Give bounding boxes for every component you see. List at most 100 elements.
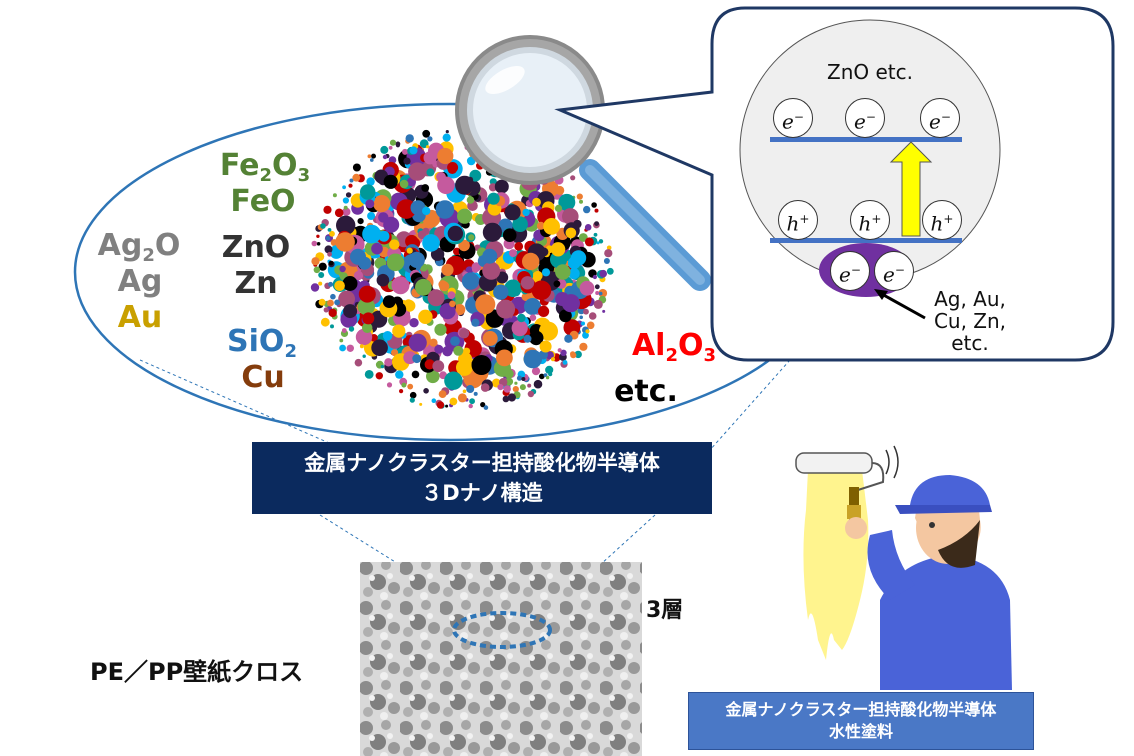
layer-highlight (452, 611, 552, 649)
cluster-dot (521, 377, 526, 381)
cluster-dot (581, 321, 585, 326)
cluster-dot (531, 280, 552, 301)
cluster-dot (520, 276, 535, 290)
cluster-dot (516, 375, 523, 381)
cluster-dot (429, 338, 438, 347)
cluster-dot (468, 234, 475, 241)
cluster-dot (354, 358, 363, 367)
cluster-dot (539, 373, 545, 380)
cluster-dot (442, 133, 451, 142)
cluster-dot (402, 148, 408, 155)
cluster-dot (339, 338, 344, 343)
cluster-dot (386, 253, 405, 272)
cluster-dot (521, 292, 530, 301)
hole-vb-3: h+ (922, 200, 962, 240)
cluster-dot (568, 268, 580, 280)
cluster-dot (376, 273, 390, 287)
cluster-dot (531, 367, 541, 376)
cluster-dot (511, 320, 528, 337)
cluster-dot (395, 370, 404, 379)
cluster-dot (512, 216, 528, 232)
cluster-dot (437, 147, 454, 165)
cluster-dot (545, 375, 550, 380)
cluster-dot (371, 242, 383, 255)
cluster-dot (395, 141, 401, 147)
cluster-dot (421, 184, 430, 192)
cluster-dot (564, 334, 573, 343)
cluster-dot (418, 309, 433, 324)
cluster-dot (345, 192, 352, 198)
cluster-dot (469, 398, 475, 405)
cluster-dot (327, 251, 332, 257)
cluster-dot (382, 295, 396, 308)
cluster-dot (366, 177, 375, 186)
cluster-dot (554, 204, 563, 212)
cluster-dot (482, 261, 501, 280)
label-au: Au (117, 300, 163, 335)
cluster-dot (327, 228, 332, 232)
cluster-dot (456, 359, 473, 376)
electron-metal-1: e− (830, 251, 870, 291)
cluster-dot (458, 239, 470, 252)
cluster-dot (598, 291, 603, 296)
cluster-dot (527, 390, 535, 398)
cluster-dot (471, 318, 480, 327)
cluster-dot (335, 232, 355, 252)
cluster-dot (410, 200, 426, 216)
cluster-dot (427, 136, 433, 142)
cluster-dot (380, 364, 385, 369)
cluster-dot (324, 245, 333, 254)
cluster-dot (336, 215, 356, 235)
cluster-dot (406, 247, 413, 254)
cluster-dot (604, 249, 613, 258)
cluster-dot (573, 219, 582, 229)
cluster-dot (339, 344, 346, 352)
cluster-dot (586, 321, 595, 330)
cluster-dot (459, 328, 470, 339)
label-fe2o3: Fe2O3 (219, 148, 311, 186)
label-cu: Cu (241, 360, 285, 395)
cluster-dot (349, 178, 354, 183)
cluster-dot (404, 299, 413, 308)
cluster-dot (559, 309, 572, 323)
cluster-dot (328, 260, 334, 266)
cluster-dot (434, 323, 447, 336)
cluster-dot (419, 402, 423, 406)
cluster-dot (444, 371, 463, 390)
cluster-dot (423, 388, 429, 394)
cluster-dot (497, 384, 504, 391)
cluster-dot (454, 304, 466, 316)
cluster-dot (533, 379, 543, 389)
cluster-dot (457, 393, 467, 403)
cluster-dot (579, 315, 583, 320)
cluster-dot (342, 207, 351, 216)
cluster-dot (325, 235, 331, 241)
cluster-dot (445, 130, 449, 134)
paint-caption-line2: 水性塗料 (828, 722, 893, 741)
cluster-dot (389, 139, 397, 146)
metal-pointer (879, 291, 926, 320)
cluster-dot (350, 248, 366, 265)
cluster-dot (584, 237, 594, 247)
magnifier-icon (455, 35, 711, 291)
cluster-dot (352, 173, 361, 182)
excitation-arrow (889, 141, 933, 237)
cluster-dot (565, 227, 577, 239)
cluster-dot (373, 195, 391, 213)
wallpaper-texture (360, 562, 642, 756)
cluster-dot (466, 196, 475, 204)
cluster-dot (357, 218, 364, 225)
cluster-dot (318, 281, 323, 286)
cluster-dot (539, 340, 552, 353)
cluster-dot (318, 272, 325, 278)
cluster-dot (466, 385, 475, 393)
cluster-dot (461, 272, 480, 290)
cluster-dot (422, 129, 431, 138)
cluster-dot (437, 176, 455, 195)
cluster-dot (427, 289, 445, 307)
cluster-dot (570, 250, 587, 266)
cluster-dot (327, 299, 334, 307)
cluster-dot (311, 257, 320, 266)
hole-vb-2: h+ (850, 200, 890, 240)
